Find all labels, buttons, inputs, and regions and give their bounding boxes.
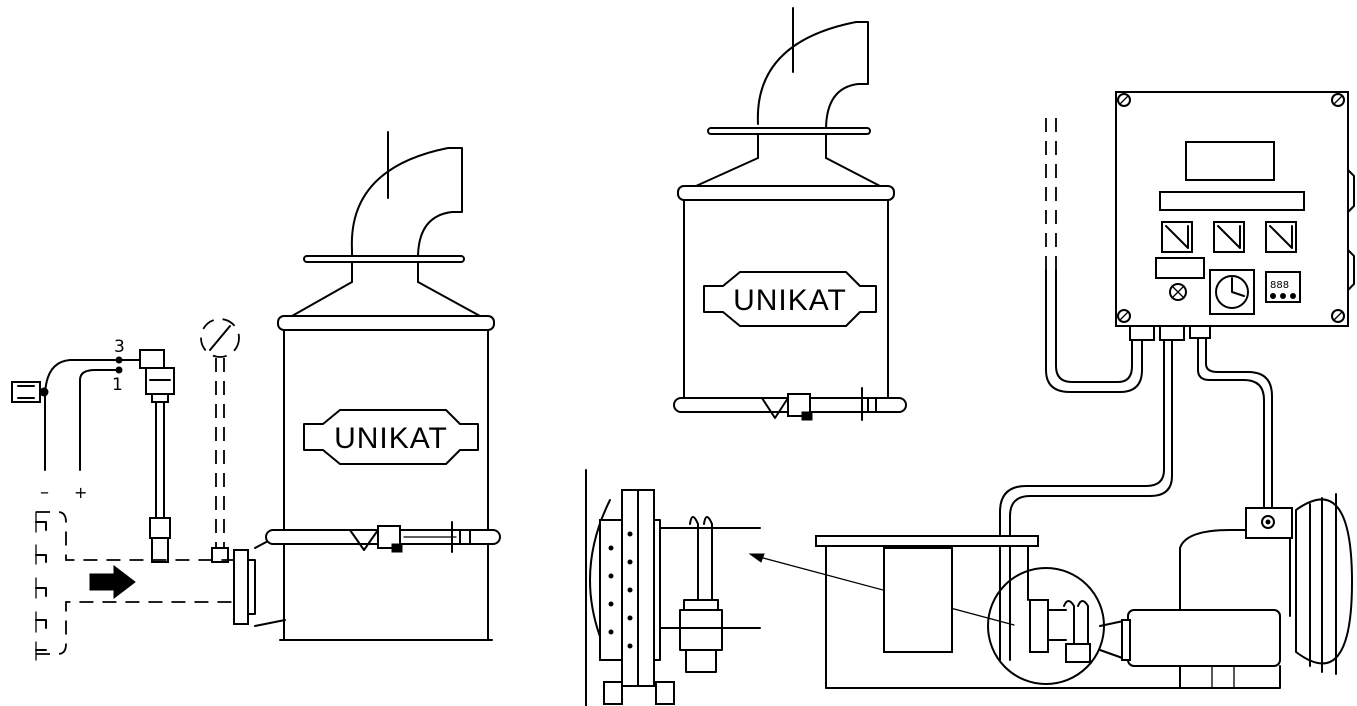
control-cabinet-icon: 888: [1115, 91, 1355, 341]
flange-detail-view: [585, 469, 1015, 706]
cable-connector-icon: [11, 381, 49, 403]
unikat-filter-front: UNIKAT: [265, 131, 501, 641]
unikat-filter-top: UNIKAT: [673, 7, 907, 421]
latch-clamp-icon: [761, 387, 877, 421]
pin-1-label: 1: [112, 375, 123, 395]
inlet-flange: [233, 531, 286, 627]
pin-3-label: 3: [114, 337, 125, 357]
arrow-right-icon: [89, 564, 136, 600]
plus-label: +: [74, 483, 87, 502]
brand-label-top: UNIKAT: [733, 284, 847, 317]
cable-routing: [999, 118, 1273, 661]
sensor-assembly: 3 1 – +: [11, 318, 286, 661]
svg-text:888: 888: [1270, 280, 1289, 291]
pressure-gauge-icon: [200, 318, 240, 563]
detail-clamp-icon: [679, 516, 723, 673]
pressure-sensor: [119, 349, 175, 563]
minus-label: –: [40, 482, 49, 503]
brand-label-front: UNIKAT: [334, 422, 448, 455]
exhaust-manifold: [35, 511, 240, 661]
blower-unit: [815, 493, 1353, 689]
latch-clamp-icon: [349, 521, 471, 553]
